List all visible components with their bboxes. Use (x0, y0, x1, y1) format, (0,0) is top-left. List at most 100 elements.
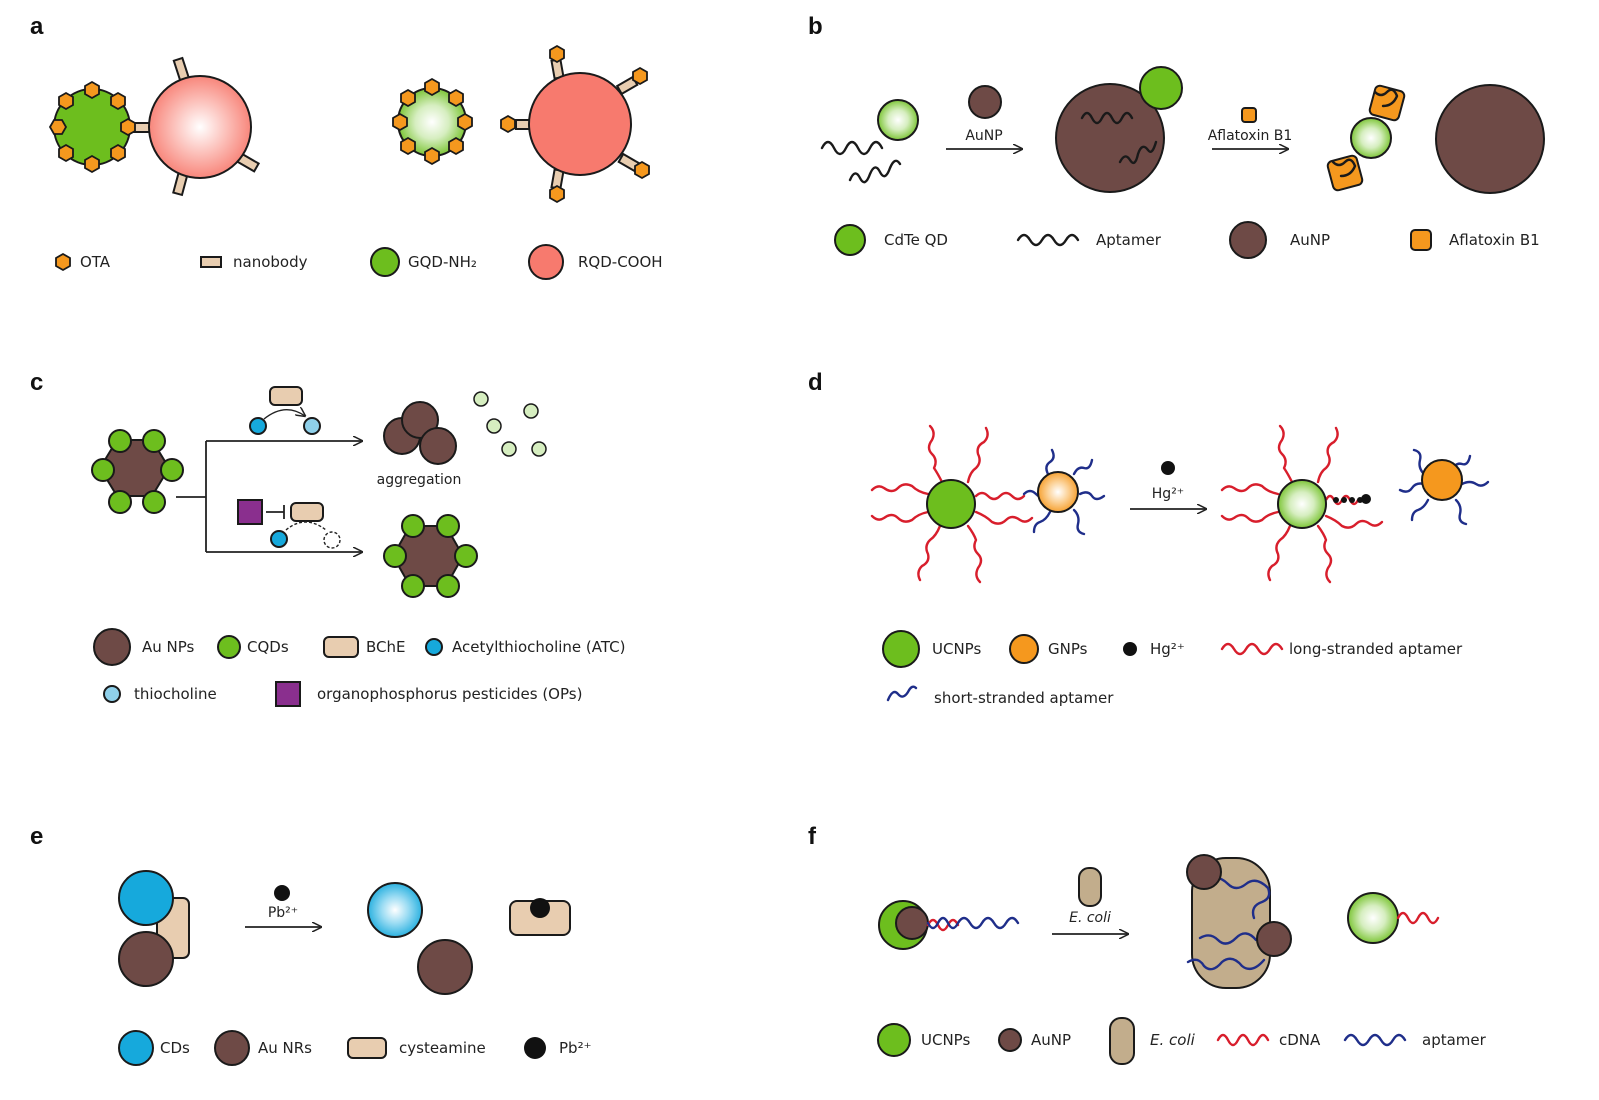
legend-aptamer-f: aptamer (1422, 1031, 1487, 1049)
ota-icon (55, 252, 71, 272)
ucnp-released-f (1347, 892, 1399, 944)
aflatoxin-icon (1410, 229, 1432, 251)
panel-b: b AuNP Aflatoxin B1 CdTe QD Aptamer AuNP… (808, 13, 1545, 259)
cdte-qd-bound (1139, 66, 1183, 110)
short-aptamer-icon (886, 685, 918, 702)
panel-label-d: d (808, 369, 823, 396)
ucnp-released (1277, 479, 1327, 529)
legend-c: Au NPs CQDs BChE Acetylthiocholine (ATC)… (93, 628, 625, 707)
aptamer-strand-1 (820, 140, 884, 156)
aggregation-cluster: aggregation (377, 401, 461, 488)
legend-long: long-stranded aptamer (1289, 640, 1463, 658)
thiocholine-icon (103, 685, 121, 703)
legend-aunp: AuNP (1290, 231, 1330, 249)
rqd-nanobody-ota (500, 44, 650, 204)
branch-arrows (176, 441, 362, 552)
long-aptamers-right (1220, 424, 1384, 584)
cysteamine-icon (347, 1037, 387, 1059)
cdte-icon (834, 224, 866, 256)
cdte-qd (877, 99, 919, 141)
separated-qds (392, 44, 650, 204)
legend-cds: CDs (160, 1039, 190, 1057)
arrow-b1-label: AuNP (965, 128, 1002, 144)
legend-aunrs: Au NRs (258, 1039, 312, 1057)
ucnps-icon (882, 630, 920, 668)
panel-label-f: f (808, 823, 817, 850)
legend-aflatoxin: Aflatoxin B1 (1449, 231, 1540, 249)
legend-aunp-f: AuNP (1031, 1031, 1071, 1049)
legend-cqds: CQDs (247, 638, 289, 656)
aptamer-wrap-2 (1331, 158, 1357, 178)
aflatoxin-reagent (1241, 107, 1257, 123)
cdna-icon (1216, 1033, 1270, 1047)
ota-ring (48, 80, 136, 174)
aunr-released (417, 939, 473, 995)
bche-inhibition-bottom (237, 499, 341, 549)
legend-short: short-stranded aptamer (934, 689, 1114, 707)
legend-thiocholine: thiocholine (134, 685, 217, 703)
aunp-cqd-complex (91, 429, 184, 514)
legend-ucnps-f: UCNPs (921, 1031, 970, 1049)
panel-label-c: c (30, 369, 43, 396)
panel-c: c aggregation (30, 369, 625, 707)
aunp-large (1055, 83, 1165, 193)
legend-bche: BChE (366, 638, 406, 656)
legend-b: CdTe QD Aptamer AuNP Aflatoxin B1 (834, 221, 1540, 259)
ops-icon (275, 681, 301, 707)
rqd-icon (528, 244, 564, 280)
gnps-icon (1009, 634, 1039, 664)
aunp-reagent (968, 85, 1002, 119)
hg-icon (1123, 642, 1137, 656)
free-cqds (473, 391, 547, 457)
legend-a: OTA nanobody GQD-NH₂ RQD-COOH (55, 244, 663, 280)
aunr-particle (118, 931, 174, 987)
arrow-e-label: Pb²⁺ (268, 905, 298, 921)
aptamer-probe (926, 916, 1020, 930)
atc-molecule (249, 417, 267, 435)
legend-rqd: RQD-COOH (578, 253, 663, 271)
bche-reaction-top (249, 386, 321, 435)
long-aptamer-icon (1220, 642, 1284, 656)
legend-gqd: GQD-NH₂ (408, 253, 477, 271)
legend-atc: Acetylthiocholine (ATC) (452, 638, 625, 656)
aptamer-icon-f (1343, 1033, 1407, 1047)
pb-bound (530, 898, 550, 918)
legend-aunps: Au NPs (142, 638, 195, 656)
aunp-cqd-complex-retained (383, 514, 478, 598)
ecoli-icon (1109, 1017, 1135, 1065)
legend-nanobody: nanobody (233, 253, 308, 271)
gqd-rqd-conjugate (48, 56, 261, 197)
long-aptamers-left (870, 424, 1034, 584)
atc-unreacted (270, 530, 288, 548)
panel-d: d Hg²⁺ (808, 369, 1490, 707)
legend-ops: organophosphorus pesticides (OPs) (317, 685, 582, 703)
rqd-particle-free (528, 72, 632, 176)
legend-gnps: GNPs (1048, 640, 1088, 658)
legend-pb: Pb²⁺ (559, 1039, 592, 1057)
legend-hg: Hg²⁺ (1150, 640, 1185, 658)
pb-icon (524, 1037, 546, 1059)
hg-hairpin (1324, 494, 1371, 506)
aptamer-icon (1016, 233, 1080, 247)
cd-particle (118, 870, 174, 926)
thiocholine-molecule (303, 417, 321, 435)
cqds-icon (217, 635, 241, 659)
aunp-icon (1229, 221, 1267, 259)
panel-label-e: e (30, 823, 43, 850)
ota-ring-free (392, 77, 473, 166)
gqd-icon (370, 247, 400, 277)
long-aptamer-hybrid (974, 491, 1026, 501)
legend-cdna: cDNA (1279, 1031, 1321, 1049)
bche-inhibited (290, 502, 324, 522)
aptamer-strand-2 (848, 159, 902, 184)
hg-reagent (1161, 461, 1175, 475)
bche-enzyme (269, 386, 303, 406)
aflatoxin-bound-1 (1368, 84, 1406, 122)
aptamer-on-ecoli (1186, 876, 1271, 971)
arrow-d-label: Hg²⁺ (1152, 486, 1184, 502)
gnp-free (1421, 459, 1463, 501)
cdte-qd-released (1350, 117, 1392, 159)
panel-f: f E. coli UCNPs AuNP E. coli cDNA aptame… (808, 823, 1487, 1065)
aunp-probe (895, 906, 929, 940)
